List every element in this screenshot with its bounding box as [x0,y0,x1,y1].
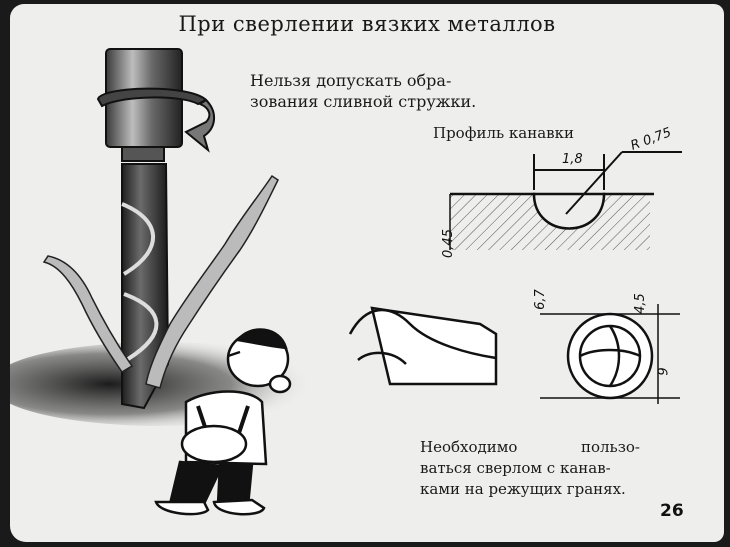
rotation-arrow-icon [96,87,215,153]
dim-6-7: 6,7 [532,289,548,310]
dim-groove-width: 1,8 [562,152,583,167]
drill-chuck [105,48,183,162]
profile-label: Профиль канавки [433,124,574,142]
note-line: Необходимо пользо- [420,437,640,458]
note-line: ками на режущих гранях. [420,480,626,498]
warning-line: Нельзя допускать обра- [250,71,452,90]
dim-groove-depth: 0,45 [440,229,456,258]
groove-profile-drawing [449,151,682,250]
drill-cross-section [540,304,680,404]
spiral-chips [42,174,279,389]
illustration [10,48,682,516]
note-word: Необходимо [420,438,518,456]
note-line: ваться сверлом с канав- [420,459,611,477]
page-title: При сверлении вязких металлов [178,12,556,36]
note-word: пользо- [580,438,640,456]
drill-side-view [348,306,498,386]
page-number: 26 [660,501,684,521]
boy-character [154,328,292,516]
warning-line: зования сливной стружки. [250,92,477,111]
dim-4-5: 4,5 [632,293,648,314]
note-text: Необходимо пользо- ваться сверлом с кана… [420,437,640,500]
dim-9: 9 [656,367,672,376]
warning-text: Нельзя допускать обра- зования сливной с… [250,70,520,112]
slide: При сверлении вязких металлов Нельзя доп… [10,4,724,542]
